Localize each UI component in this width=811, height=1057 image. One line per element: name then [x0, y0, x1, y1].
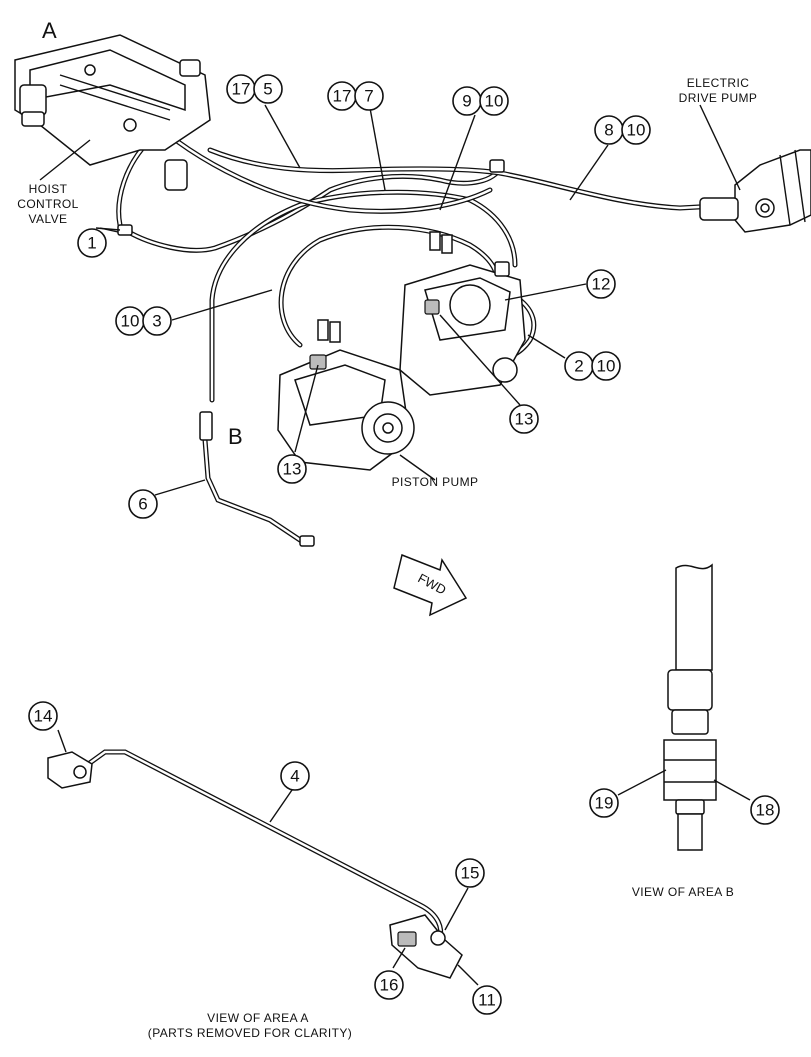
edp-label-1: ELECTRIC [687, 76, 750, 90]
callout-6: 6 [128, 489, 158, 519]
svg-text:12: 12 [592, 275, 611, 294]
edp-label-2: DRIVE PUMP [679, 91, 758, 105]
view-a-label-1: VIEW OF AREA A [207, 1011, 309, 1025]
svg-text:6: 6 [138, 495, 147, 514]
hoist-label-2: CONTROL [17, 197, 78, 211]
svg-text:10: 10 [485, 92, 504, 111]
svg-text:1: 1 [87, 234, 96, 253]
callout-14: 14 [28, 701, 58, 731]
view-area-a [47, 729, 479, 986]
callout-17-7: 17 7 [327, 81, 384, 111]
svg-text:19: 19 [595, 794, 614, 813]
callout-18: 18 [750, 795, 780, 825]
svg-text:17: 17 [333, 87, 352, 106]
callout-8-10: 8 10 [594, 115, 651, 145]
callout-15: 15 [455, 858, 485, 888]
callout-1: 1 [77, 228, 107, 258]
svg-text:4: 4 [290, 767, 299, 786]
callout-9-10: 9 10 [452, 86, 509, 116]
piston-pump-label: PISTON PUMP [392, 475, 479, 489]
svg-text:16: 16 [380, 976, 399, 995]
hoist-control-valve [14, 34, 211, 191]
hoist-label-3: VALVE [29, 212, 68, 226]
svg-text:13: 13 [283, 460, 302, 479]
callout-10-3: 10 3 [115, 306, 172, 336]
svg-text:2: 2 [574, 357, 583, 376]
text-labels: A B HOIST CONTROL VALVE ELECTRIC DRIVE P… [17, 18, 757, 1040]
callout-16: 16 [374, 970, 404, 1000]
callout-19: 19 [589, 788, 619, 818]
svg-text:9: 9 [462, 92, 471, 111]
svg-text:15: 15 [461, 864, 480, 883]
fittings [117, 159, 510, 547]
callout-2-10: 2 10 [564, 351, 621, 381]
svg-text:13: 13 [515, 410, 534, 429]
svg-text:14: 14 [34, 707, 53, 726]
electric-drive-pump [699, 149, 811, 233]
fwd-arrow: FWD [393, 553, 468, 617]
svg-text:8: 8 [604, 121, 613, 140]
svg-text:18: 18 [756, 801, 775, 820]
svg-text:17: 17 [232, 80, 251, 99]
callout-12: 12 [586, 269, 616, 299]
svg-text:5: 5 [263, 80, 272, 99]
view-b-label: VIEW OF AREA B [632, 885, 734, 899]
leader-lines [39, 104, 741, 496]
piston-pump-rear [399, 231, 526, 396]
callouts: 1 17 5 17 7 9 10 8 10 [28, 74, 780, 1015]
callout-4: 4 [280, 761, 310, 791]
callout-13-rear: 13 [509, 404, 539, 434]
svg-text:10: 10 [597, 357, 616, 376]
hose-6 [202, 437, 303, 543]
hoist-label-1: HOIST [29, 182, 68, 196]
view-area-b [617, 563, 751, 851]
svg-text:7: 7 [364, 87, 373, 106]
callout-17-5: 17 5 [226, 74, 283, 104]
svg-text:10: 10 [121, 312, 140, 331]
area-a-label: A [42, 18, 57, 43]
callout-13-front: 13 [277, 454, 307, 484]
tube-4 [77, 749, 444, 938]
view-a-label-2: (PARTS REMOVED FOR CLARITY) [148, 1026, 352, 1040]
svg-text:11: 11 [478, 991, 496, 1010]
piston-pump-front [277, 319, 415, 471]
callout-11: 11 [472, 985, 502, 1015]
svg-text:3: 3 [152, 312, 161, 331]
svg-text:10: 10 [627, 121, 646, 140]
area-b-label: B [228, 424, 243, 449]
